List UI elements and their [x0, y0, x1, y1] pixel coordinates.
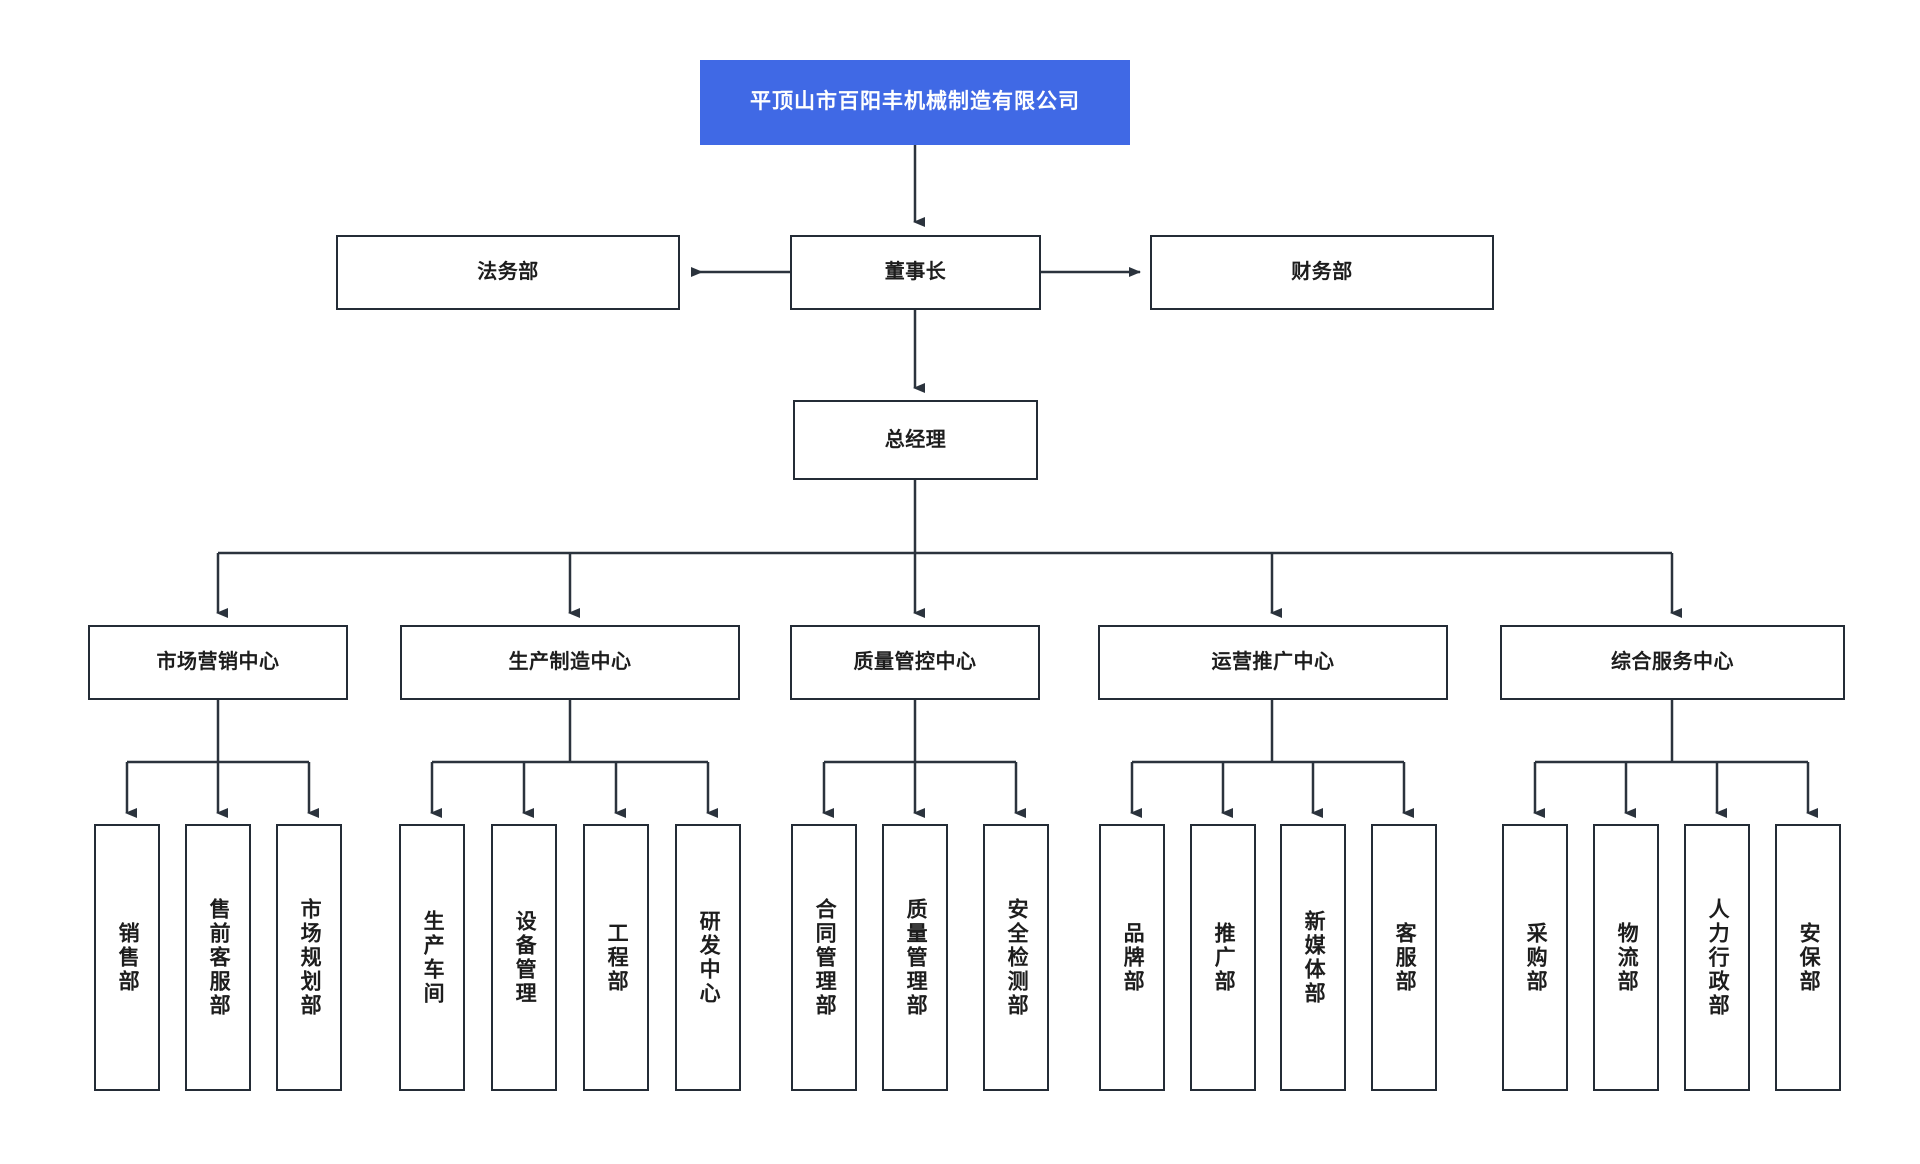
node-label: 采购部	[1524, 921, 1548, 994]
node-label: 安保部	[1797, 921, 1821, 994]
node-label: 财务部	[1291, 261, 1353, 283]
node-label: 市场规划部	[298, 897, 322, 1018]
node-dept-equipment-management[interactable]: 设备管理	[491, 824, 557, 1091]
node-dept-safety-inspection[interactable]: 安全检测部	[983, 824, 1049, 1091]
node-dept-quality-management[interactable]: 质量管理部	[882, 824, 948, 1091]
node-label: 生产制造中心	[508, 651, 632, 673]
node-label: 推广部	[1212, 921, 1236, 994]
node-dept-sales[interactable]: 销售部	[94, 824, 160, 1091]
node-label: 质量管理部	[904, 897, 928, 1018]
node-dept-procurement[interactable]: 采购部	[1502, 824, 1568, 1091]
node-dept-presales-service[interactable]: 售前客服部	[185, 824, 251, 1091]
node-dept-promotion[interactable]: 推广部	[1190, 824, 1256, 1091]
node-label: 物流部	[1615, 921, 1639, 994]
node-dept-logistics[interactable]: 物流部	[1593, 824, 1659, 1091]
node-label: 董事长	[884, 261, 947, 283]
node-label: 客服部	[1393, 921, 1417, 994]
node-company-root[interactable]: 平顶山市百阳丰机械制造有限公司	[700, 60, 1130, 145]
node-chairman[interactable]: 董事长	[790, 235, 1041, 310]
node-center-manufacturing[interactable]: 生产制造中心	[400, 625, 740, 700]
node-label: 销售部	[116, 921, 140, 994]
node-label: 质量管控中心	[853, 651, 977, 673]
node-label: 售前客服部	[207, 897, 231, 1018]
node-label: 法务部	[477, 261, 539, 283]
node-label: 新媒体部	[1302, 909, 1326, 1006]
node-general-manager[interactable]: 总经理	[793, 400, 1038, 480]
node-label: 综合服务中心	[1611, 651, 1734, 673]
node-label: 平顶山市百阳丰机械制造有限公司	[750, 90, 1080, 114]
node-dept-contract-management[interactable]: 合同管理部	[791, 824, 857, 1091]
node-dept-rnd-center[interactable]: 研发中心	[675, 824, 741, 1091]
node-label: 生产车间	[421, 909, 445, 1006]
node-dept-security[interactable]: 安保部	[1775, 824, 1841, 1091]
node-center-general-services[interactable]: 综合服务中心	[1500, 625, 1845, 700]
node-label: 品牌部	[1121, 921, 1145, 994]
node-label: 合同管理部	[813, 897, 837, 1018]
node-label: 运营推广中心	[1211, 651, 1335, 673]
node-dept-production-workshop[interactable]: 生产车间	[399, 824, 465, 1091]
node-label: 研发中心	[697, 909, 721, 1006]
node-center-operations[interactable]: 运营推广中心	[1098, 625, 1448, 700]
node-dept-new-media[interactable]: 新媒体部	[1280, 824, 1346, 1091]
node-label: 人力行政部	[1706, 897, 1730, 1018]
node-center-quality[interactable]: 质量管控中心	[790, 625, 1040, 700]
node-label: 设备管理	[513, 909, 537, 1006]
node-center-marketing[interactable]: 市场营销中心	[88, 625, 348, 700]
node-dept-brand[interactable]: 品牌部	[1099, 824, 1165, 1091]
node-dept-engineering[interactable]: 工程部	[583, 824, 649, 1091]
node-dept-market-planning[interactable]: 市场规划部	[276, 824, 342, 1091]
node-dept-hr-administration[interactable]: 人力行政部	[1684, 824, 1750, 1091]
node-label: 工程部	[605, 921, 629, 994]
node-label: 安全检测部	[1005, 897, 1029, 1018]
node-dept-customer-service[interactable]: 客服部	[1371, 824, 1437, 1091]
node-label: 市场营销中心	[156, 651, 280, 673]
node-label: 总经理	[884, 428, 947, 451]
node-finance-department[interactable]: 财务部	[1150, 235, 1494, 310]
node-legal-department[interactable]: 法务部	[336, 235, 680, 310]
